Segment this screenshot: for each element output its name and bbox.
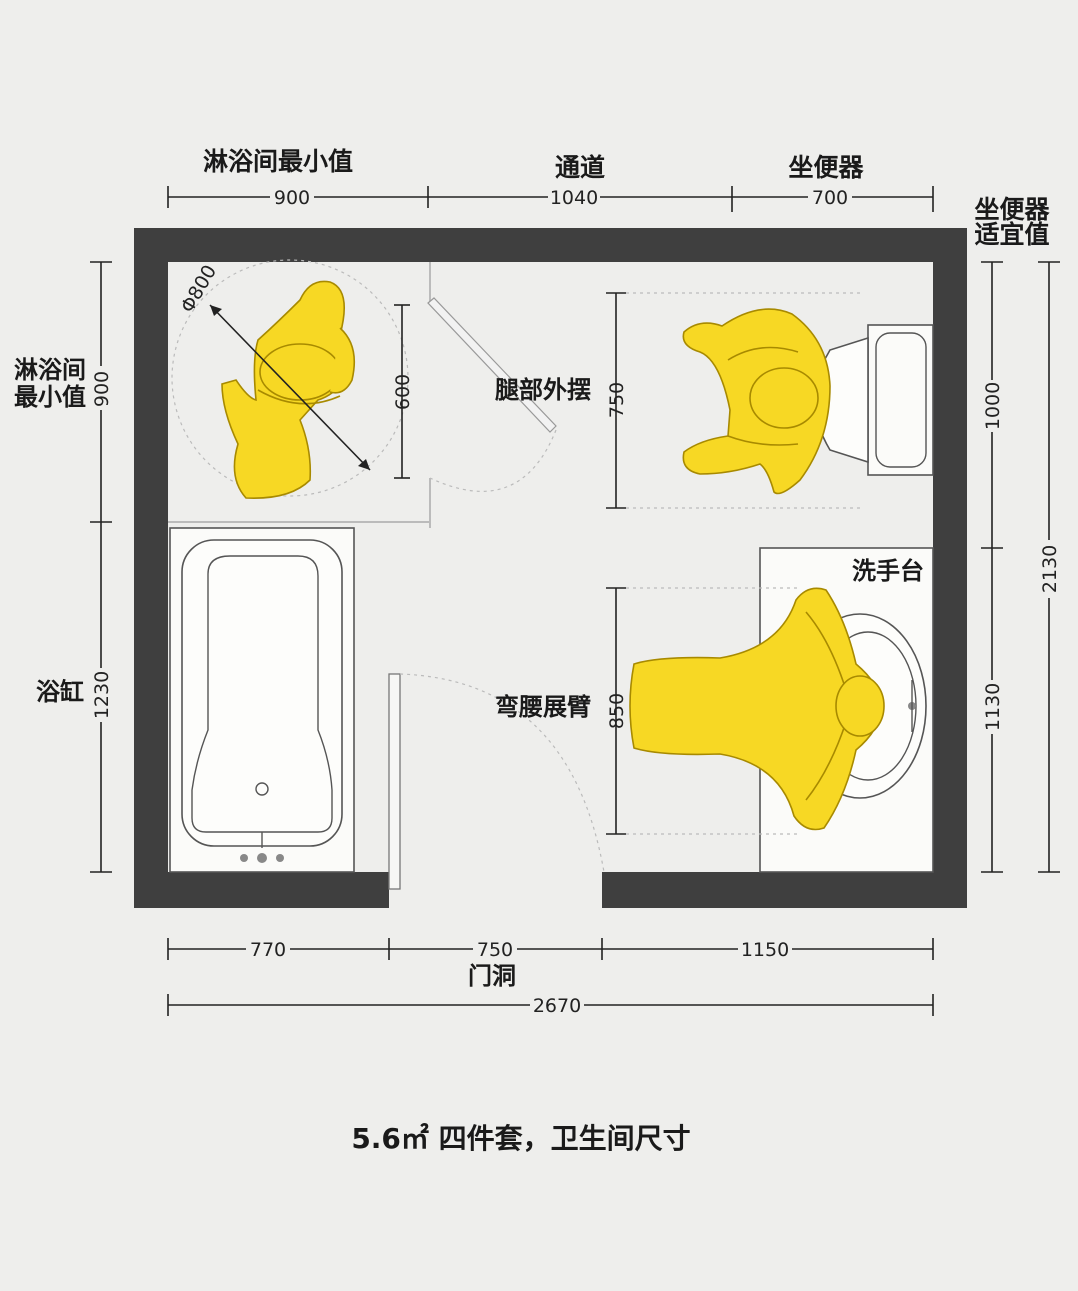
bathtub [169,527,355,873]
dim-top-shower: 900 [274,187,310,209]
dimension-line-left [90,261,112,873]
label-toilet-suitable-2: 适宜值 [974,220,1049,249]
dim-left-shower: 900 [91,371,113,407]
entrance-door-leaf [388,673,401,890]
wall-left [134,228,168,908]
dim-bottom-total: 2670 [533,995,581,1017]
figure-shower-arm [329,327,356,394]
dim-top-passage: 1040 [550,187,598,209]
dim-bottom-basin: 1150 [741,939,789,961]
dim-right-basin: 1130 [982,683,1004,731]
dimension-lines-right [981,261,1060,873]
dim-top-toilet: 700 [812,187,848,209]
dim-basin-person: 850 [606,693,628,729]
wall-right [933,228,967,908]
figure-basin-body [629,587,883,831]
label-toilet: 坐便器 [788,153,864,182]
dimension-lines-inner [209,292,860,835]
dim-bottom-door: 750 [477,939,513,961]
label-door-opening: 门洞 [468,962,516,990]
dim-right-toilet: 1000 [982,382,1004,430]
label-bathtub: 浴缸 [36,678,84,706]
dim-toilet-person: 750 [606,382,628,418]
dimension-line-top [167,186,934,212]
label-bend-arms: 弯腰展臂 [495,693,591,721]
toilet [814,324,934,476]
dim-left-bathtub: 1230 [91,671,113,719]
shower-door-leaf [427,297,557,433]
label-shower-min-left-1: 淋浴间 [14,356,86,384]
figure-shower [221,280,356,499]
label-passage: 通道 [555,153,605,182]
label-toilet-suitable-1: 坐便器 [974,195,1050,224]
diameter-line [209,304,371,471]
dim-bottom-tub: 770 [250,939,286,961]
walls [134,228,967,908]
wall-top [134,228,967,262]
figure-basin-head [835,675,885,737]
caption: 5.6㎡ 四件套，卫生间尺寸 [351,1122,690,1155]
shower-circle [171,259,409,497]
shower-partition [168,259,557,528]
label-leg-swing: 腿部外摆 [495,376,591,404]
dim-shower-person: 600 [392,374,414,410]
label-shower-min-left-2: 最小值 [14,383,86,411]
entrance-door-swing [399,673,605,873]
shower-door-swing [429,429,557,492]
figure-toilet-head [749,367,819,429]
entrance-door [388,673,605,890]
figure-basin [629,587,885,831]
wall-bottom-right [602,872,967,908]
dim-right-total: 2130 [1039,545,1061,593]
label-shower-min-top: 淋浴间最小值 [203,147,353,176]
wall-bottom-left [134,872,389,908]
label-basin: 洗手台 [852,557,924,585]
figure-toilet [682,308,831,495]
figure-shower-head [259,343,341,401]
dimension-lines-bottom [167,938,934,1016]
